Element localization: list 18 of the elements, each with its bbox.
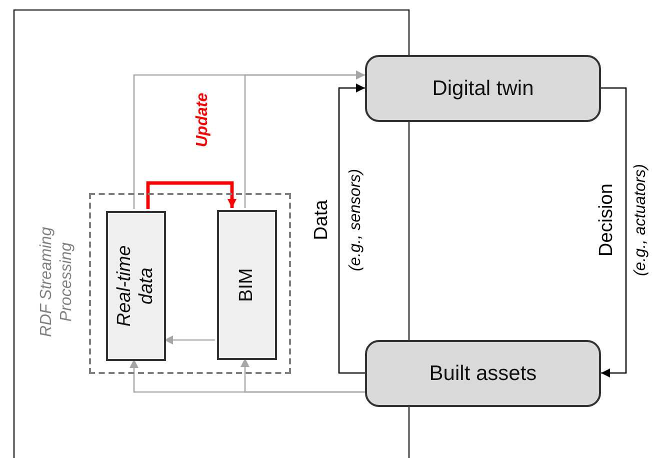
rounded-box: [365, 340, 601, 407]
box-label: BIM: [236, 267, 258, 304]
arrow: [240, 358, 365, 393]
process-box: [106, 211, 166, 361]
edge-label: Data (e.g., sensors): [311, 168, 365, 274]
edge-label: Decision (e.g., actuators): [596, 162, 650, 278]
arrow: [338, 84, 365, 374]
box-label: Real-time data: [114, 244, 158, 329]
box-label: Built assets: [429, 360, 537, 387]
arrow: [146, 181, 236, 209]
process-box: [217, 210, 277, 360]
arrow: [244, 70, 365, 208]
arrow: [601, 87, 627, 378]
box-label: Digital twin: [432, 76, 534, 102]
rounded-box: [365, 55, 601, 122]
edge-label: Update: [193, 92, 212, 150]
group-heading: RDF Streaming Processing: [37, 226, 76, 339]
arrow: [164, 336, 215, 344]
